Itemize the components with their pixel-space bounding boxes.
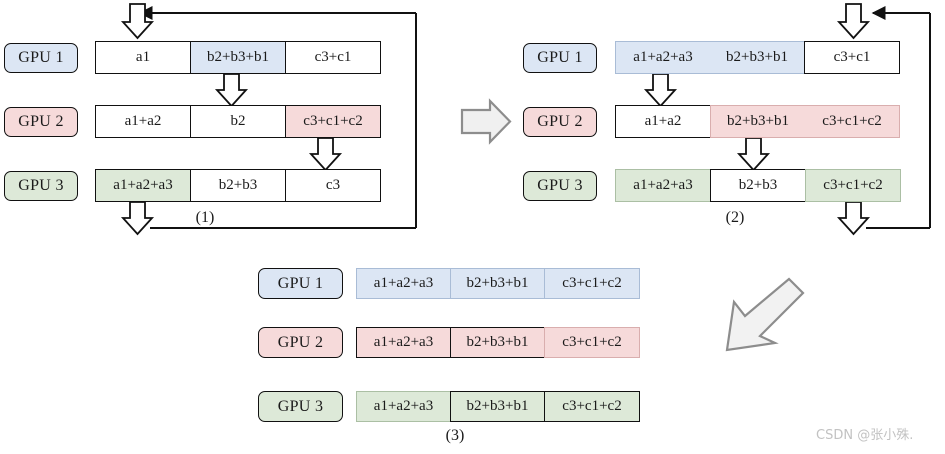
panel3-gpu2-cell-c: c3+c1+c2 bbox=[544, 327, 640, 358]
panel2-gpu2-cell-b: b2+b3+b1 bbox=[727, 113, 789, 129]
panel1-arrow-gpu3-out bbox=[120, 201, 155, 236]
panel2-arrow-into-gpu1 bbox=[836, 3, 871, 40]
panel3-gpu3-cell-c: c3+c1+c2 bbox=[544, 391, 640, 422]
panel1-gpu2-label: GPU 2 bbox=[4, 107, 78, 137]
panel3-caption: (3) bbox=[445, 427, 465, 444]
panel2-gpu1-cell-c: c3+c1 bbox=[804, 41, 900, 74]
panel3-gpu2-cell-a: a1+a2+a3 bbox=[356, 327, 451, 358]
panel3-gpu1-cell-a: a1+a2+a3 bbox=[356, 268, 451, 299]
panel2-gpu3-label: GPU 3 bbox=[523, 171, 597, 201]
panel3-gpu1-cell-c: c3+c1+c2 bbox=[544, 268, 640, 299]
panel1-gpu1-cell-b: b2+b3+b1 bbox=[190, 41, 286, 74]
panel3-gpu3-cell-a: a1+a2+a3 bbox=[356, 391, 451, 422]
panel1-gpu2-cell-a: a1+a2 bbox=[95, 105, 191, 138]
panel1-arrow-gpu1-to-gpu2 bbox=[214, 73, 249, 108]
panel2-gpu1-label: GPU 1 bbox=[523, 43, 597, 73]
panel3-gpu1-cell-b: b2+b3+b1 bbox=[450, 268, 545, 299]
panel1-arrow-into-gpu1 bbox=[120, 3, 155, 40]
panel3-gpu1-label: GPU 1 bbox=[258, 268, 343, 299]
panel2-gpu3-cell-a: a1+a2+a3 bbox=[615, 169, 711, 202]
watermark: CSDN @张小殊. bbox=[816, 428, 914, 443]
panel3-gpu2-cell-b: b2+b3+b1 bbox=[450, 327, 545, 358]
panel3-gpu3-cell-b: b2+b3+b1 bbox=[450, 391, 545, 422]
panel2-gpu1-band-ab: a1+a2+a3 b2+b3+b1 bbox=[615, 41, 805, 74]
panel1-arrow-gpu2-to-gpu3 bbox=[308, 137, 343, 172]
panel1-gpu1-label: GPU 1 bbox=[4, 43, 78, 73]
panel1-caption: (1) bbox=[195, 209, 215, 226]
big-arrow-right-icon bbox=[460, 98, 512, 145]
panel2-gpu3-cell-c: c3+c1+c2 bbox=[805, 169, 901, 202]
big-arrow-down-left-icon bbox=[725, 277, 805, 352]
panel2-arrow-gpu3-out bbox=[836, 201, 871, 236]
panel1-gpu3-cell-c: c3 bbox=[285, 169, 381, 202]
panel2-arrow-gpu1-to-gpu2 bbox=[643, 73, 678, 108]
panel1-gpu3-cell-b: b2+b3 bbox=[190, 169, 286, 202]
panel2-gpu1-cell-b: b2+b3+b1 bbox=[726, 49, 788, 65]
panel2-gpu2-band-bc: b2+b3+b1 c3+c1+c2 bbox=[710, 105, 900, 138]
panel2-gpu3-cell-b: b2+b3 bbox=[710, 169, 806, 202]
panel1-gpu1-cell-a: a1 bbox=[95, 41, 191, 74]
panel2-gpu2-cell-a: a1+a2 bbox=[615, 105, 711, 138]
panel2-gpu2-label: GPU 2 bbox=[523, 107, 597, 137]
panel1-gpu3-label: GPU 3 bbox=[4, 171, 78, 201]
panel3-gpu3-label: GPU 3 bbox=[258, 391, 343, 422]
panel2-gpu2-cell-c: c3+c1+c2 bbox=[822, 113, 882, 129]
panel1-gpu2-cell-b: b2 bbox=[190, 105, 286, 138]
panel2-caption: (2) bbox=[725, 209, 745, 226]
panel1-gpu2-cell-c: c3+c1+c2 bbox=[285, 105, 381, 138]
panel2-arrow-gpu2-to-gpu3 bbox=[736, 137, 771, 172]
panel3-gpu2-label: GPU 2 bbox=[258, 327, 343, 358]
panel1-gpu1-cell-c: c3+c1 bbox=[285, 41, 381, 74]
panel1-gpu3-cell-a: a1+a2+a3 bbox=[95, 169, 191, 202]
panel2-gpu1-cell-a: a1+a2+a3 bbox=[633, 49, 693, 65]
